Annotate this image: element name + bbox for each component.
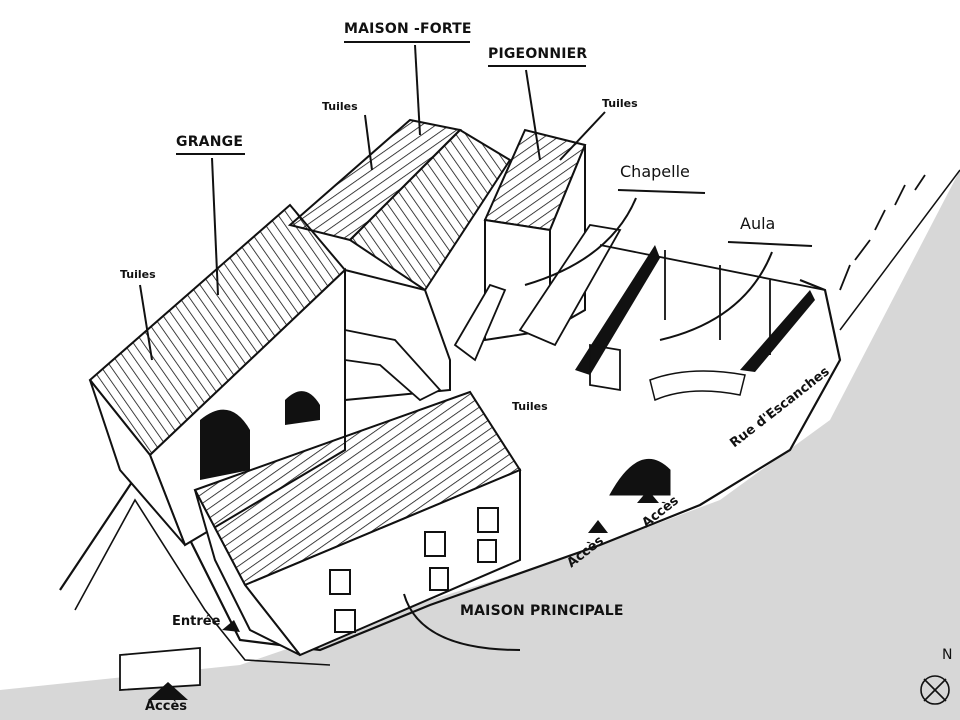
label-entree: Entrée bbox=[172, 614, 221, 629]
access-triangle-icon bbox=[148, 682, 188, 700]
maison-forte-wall bbox=[344, 268, 451, 402]
enclosure-wall-inner bbox=[74, 498, 331, 666]
maison-principale-windows bbox=[329, 507, 499, 633]
edge-scribbles bbox=[839, 174, 926, 291]
maison-principale-side bbox=[194, 489, 301, 656]
grange-gable bbox=[89, 379, 186, 546]
staircase-right bbox=[453, 283, 507, 362]
label-aula: Aula bbox=[740, 214, 776, 233]
grange-arches bbox=[200, 391, 320, 480]
label-maison-principale: MAISON PRINCIPALE bbox=[460, 603, 624, 619]
compass-icon bbox=[920, 675, 950, 705]
access-triangle-icon bbox=[588, 520, 608, 533]
maison-forte-roof-right bbox=[348, 128, 512, 292]
access-triangles bbox=[148, 490, 659, 700]
label-acces-1: Accès bbox=[145, 699, 188, 714]
access-triangle-icon bbox=[222, 620, 240, 632]
label-pigeonnier: PIGEONNIER bbox=[488, 46, 588, 62]
aula-floor bbox=[649, 370, 746, 402]
access-triangle-icon bbox=[637, 490, 659, 503]
ruin-wall-dark-1 bbox=[575, 245, 660, 375]
label-tuiles-pigeonnier: Tuiles bbox=[602, 97, 638, 110]
label-tuiles-grange: Tuiles bbox=[120, 268, 156, 281]
front-gate-wall bbox=[119, 647, 201, 691]
label-tuiles-maison-forte: Tuiles bbox=[322, 100, 358, 113]
ground-terrain bbox=[0, 170, 960, 720]
aula-walls bbox=[589, 244, 826, 392]
label-grange: GRANGE bbox=[176, 134, 244, 150]
label-north: N bbox=[942, 647, 953, 663]
label-maison-forte: MAISON -FORTE bbox=[344, 21, 472, 37]
staircase-left bbox=[344, 328, 442, 402]
label-tuiles-cour: Tuiles bbox=[512, 400, 548, 413]
label-chapelle: Chapelle bbox=[620, 162, 690, 181]
street-edge bbox=[839, 169, 960, 331]
chapelle-walls bbox=[518, 224, 622, 347]
courtyard-gate bbox=[609, 459, 671, 496]
leader-lines bbox=[139, 41, 813, 651]
ruin-wall-dark-2 bbox=[740, 290, 815, 372]
